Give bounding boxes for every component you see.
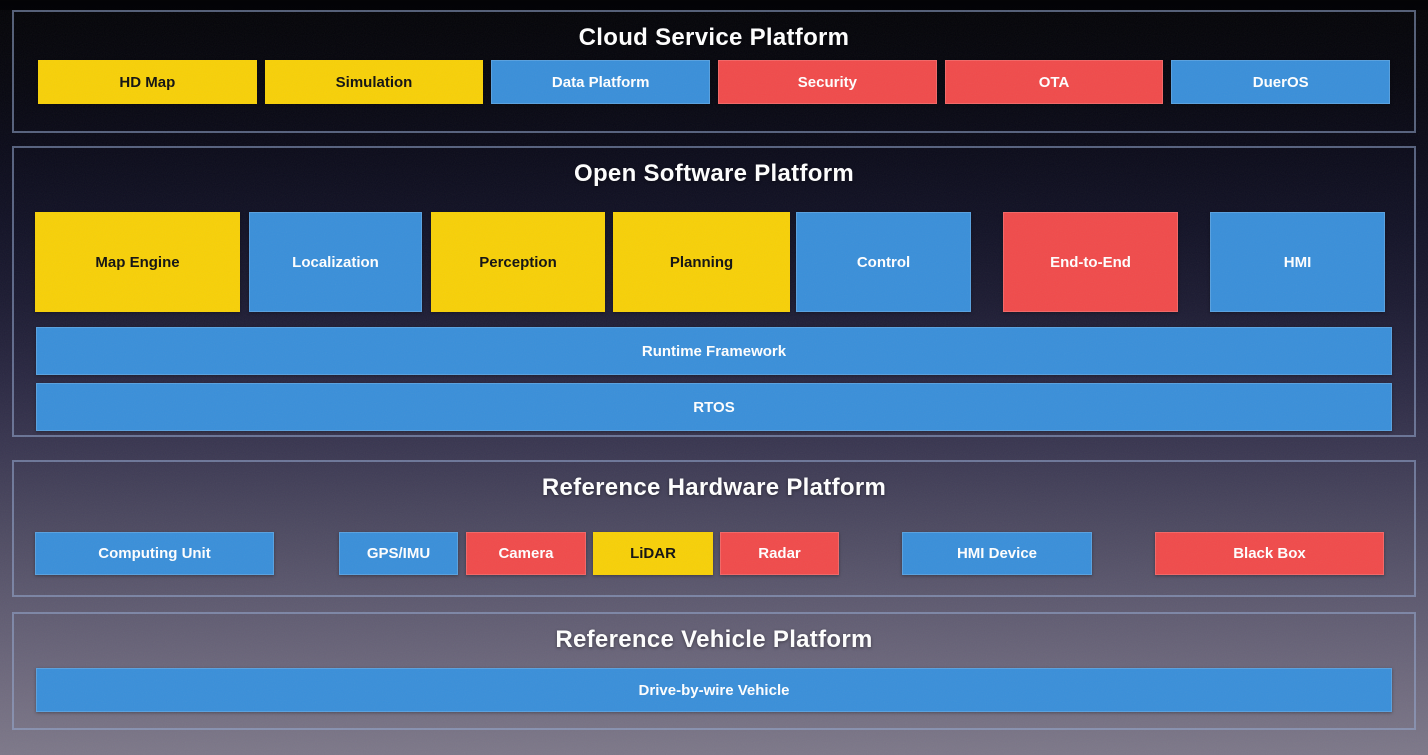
box-perception: Perception <box>431 212 605 312</box>
box-black-box: Black Box <box>1155 532 1384 575</box>
bar-rtos: RTOS <box>36 383 1392 431</box>
box-simulation: Simulation <box>264 60 484 104</box>
box-gps-imu: GPS/IMU <box>339 532 458 575</box>
box-dueros: DuerOS <box>1171 60 1391 104</box>
box-computing-unit: Computing Unit <box>35 532 274 575</box>
box-control: Control <box>796 212 971 312</box>
software-modules-row: Map Engine Localization Perception Plann… <box>14 212 1414 312</box>
reference-hardware-platform-title: Reference Hardware Platform <box>541 474 887 501</box>
reference-hardware-platform-panel: Reference Hardware Platform Computing Un… <box>12 460 1416 597</box>
reference-vehicle-platform-panel: Reference Vehicle Platform Drive-by-wire… <box>12 612 1416 730</box>
box-lidar: LiDAR <box>593 532 713 575</box>
bar-runtime-framework: Runtime Framework <box>36 327 1392 375</box>
box-radar: Radar <box>720 532 839 575</box>
box-ota: OTA <box>944 60 1164 104</box>
cloud-service-platform-panel: Cloud Service Platform HD Map Simulation… <box>12 10 1416 133</box>
box-end-to-end: End-to-End <box>1003 212 1178 312</box>
box-data-platform: Data Platform <box>491 60 711 104</box>
bar-drive-by-wire-vehicle: Drive-by-wire Vehicle <box>36 668 1392 712</box>
box-hmi-device: HMI Device <box>902 532 1092 575</box>
cloud-services-row: HD Map Simulation Data Platform Security… <box>14 60 1414 104</box>
box-hd-map: HD Map <box>38 60 257 104</box>
box-hmi: HMI <box>1210 212 1385 312</box>
hardware-devices-row: Computing Unit GPS/IMU Camera LiDAR Rada… <box>14 532 1414 575</box>
box-map-engine: Map Engine <box>35 212 240 312</box>
box-localization: Localization <box>249 212 422 312</box>
box-planning: Planning <box>613 212 790 312</box>
box-camera: Camera <box>466 532 586 575</box>
reference-vehicle-platform-title: Reference Vehicle Platform <box>555 626 873 653</box>
open-software-platform-title: Open Software Platform <box>574 160 854 187</box>
open-software-platform-panel: Open Software Platform Map Engine Locali… <box>12 146 1416 437</box>
cloud-service-platform-title: Cloud Service Platform <box>578 24 850 51</box>
box-security: Security <box>718 60 937 104</box>
